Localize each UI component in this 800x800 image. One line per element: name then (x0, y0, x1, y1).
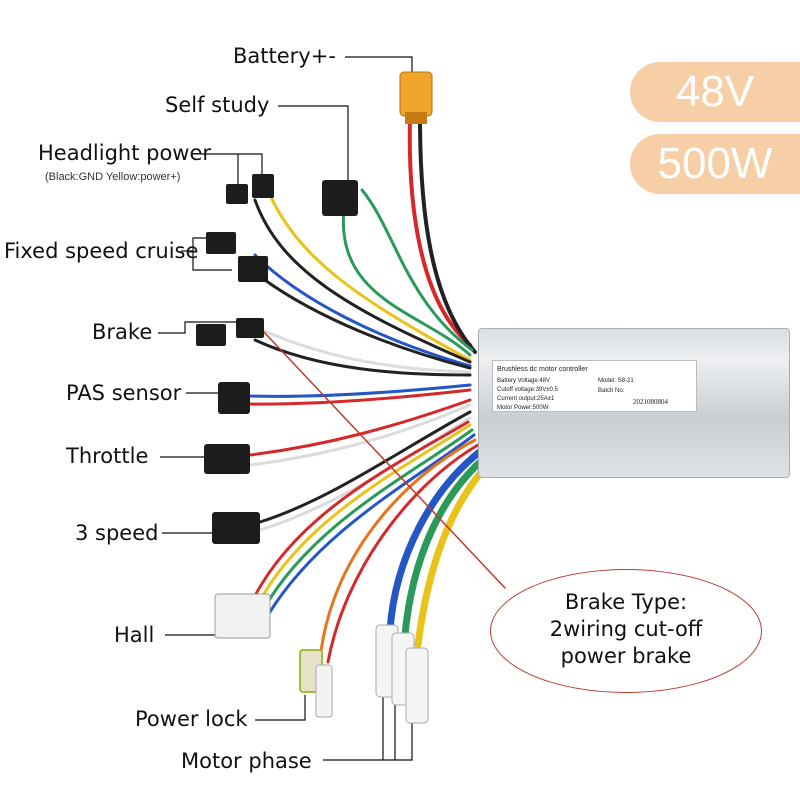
wire-cruise-blue (253, 253, 472, 368)
headlight-connector-right (252, 174, 274, 198)
brake-connector-left (196, 324, 226, 346)
label-motor-phase: Motor phase (181, 749, 312, 773)
wire-power-lock-red (326, 443, 480, 664)
leader-brake (158, 321, 240, 334)
label-hall: Hall (114, 623, 155, 647)
label-self-study: Self study (165, 93, 270, 117)
label-throttle: Throttle (66, 444, 149, 468)
wire-hall-yellow (253, 423, 472, 612)
label-3speed: 3 speed (75, 521, 159, 545)
wire-self-study-green-2 (360, 188, 474, 352)
cruise-connector-top (206, 232, 236, 254)
controller-title: Brushless dc motor controller (497, 366, 588, 373)
wire-hall-red (246, 420, 470, 612)
wire-3speed-black (258, 410, 472, 524)
leader-headlight (200, 153, 263, 185)
throttle-connector (204, 444, 250, 474)
voltage-badge: 48V (630, 62, 800, 122)
callout-line-1: Brake Type: (564, 590, 688, 614)
leader-motor-phase (323, 697, 413, 761)
label-power-lock: Power lock (135, 707, 248, 731)
leader-cruise (181, 237, 232, 271)
label-battery: Battery+- (233, 44, 336, 68)
wire-phase-green (401, 451, 492, 639)
wire-hall-blue (266, 433, 476, 617)
battery-connector-base (405, 112, 427, 124)
controller-spec-label: Brushless dc motor controller Battery Vo… (492, 360, 697, 412)
wire-power-lock-orange (318, 438, 477, 662)
wire-self-study-green (341, 198, 472, 357)
brake-connector-right (236, 318, 264, 338)
phase-connector-3 (405, 647, 429, 724)
3speed-connector (212, 512, 260, 544)
label-pas: PAS sensor (66, 381, 182, 405)
spec-model: Model: S8-21 (598, 378, 634, 384)
headlight-connector-left (226, 184, 248, 204)
wire-brake-black (253, 338, 472, 377)
brake-type-callout (490, 569, 762, 693)
leader-battery (345, 56, 413, 72)
spec-cutoff-voltage: Cutoff voltage:39V±0.5 (497, 387, 558, 393)
wires (246, 116, 506, 664)
spec-battery-voltage: Battery Voltage:48V (497, 378, 551, 384)
battery-connector-xt60 (399, 71, 433, 117)
label-cruise: Fixed speed cruise (4, 239, 199, 263)
wire-hall-green (260, 428, 474, 614)
wire-throttle-red (248, 398, 472, 457)
wire-cruise-black (260, 276, 472, 370)
callout-line-3: power brake (560, 644, 692, 668)
label-brake: Brake (92, 320, 153, 344)
wire-phase-blue (386, 446, 486, 634)
spec-motor-power: Motor Power:500W (497, 405, 549, 411)
leader-self-study (278, 105, 349, 180)
wire-pas-red (246, 388, 472, 406)
connectors (196, 71, 433, 724)
hall-connector (214, 593, 271, 639)
wire-headlight-black (253, 198, 472, 364)
self-study-connector (322, 180, 358, 216)
power-badge: 500W (630, 134, 800, 194)
spec-batch-number: 2021080804 (633, 398, 668, 406)
leader-power-lock (255, 695, 306, 721)
wire-battery-red (407, 116, 472, 347)
label-headlight: Headlight power (38, 141, 212, 165)
cruise-connector-bottom (238, 256, 268, 282)
pas-connector (218, 382, 250, 414)
brake-type-callout-text: Brake Type: 2wiring cut-off power brake (490, 589, 762, 670)
wire-battery-black (418, 116, 477, 354)
callout-line-2: 2wiring cut-off (549, 617, 703, 641)
spec-batch-label: Batch No: (598, 388, 625, 394)
wire-brake-white (260, 328, 472, 374)
wire-pas-blue (246, 383, 472, 398)
label-headlight-note: (Black:GND Yellow:power+) (45, 171, 181, 183)
power-lock-plug-right (315, 664, 333, 718)
wire-headlight-yellow (268, 193, 472, 362)
spec-current-output: Current output:25A±1 (497, 396, 555, 402)
wire-throttle-white (248, 403, 472, 467)
callout-pointer (261, 329, 506, 589)
